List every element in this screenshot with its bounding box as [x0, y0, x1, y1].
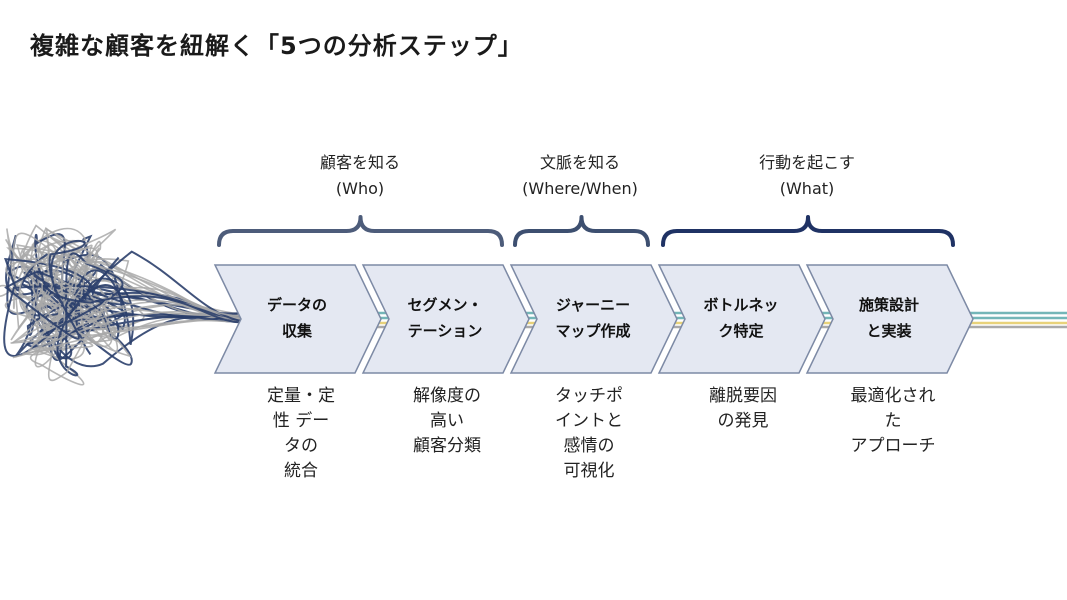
step-title-line: データの [266, 296, 327, 314]
step-1-title: データの 収集 [232, 292, 362, 344]
step-desc-line: タの [284, 436, 318, 456]
step-desc-line: 性 デー [272, 411, 330, 431]
group-label-what: 行動を起こす (What) [687, 150, 927, 202]
step-title-line: ク特定 [718, 322, 764, 340]
tangle-thread [22, 261, 241, 356]
group-subtitle: (Who) [335, 179, 385, 198]
step-title-line: テーション [407, 322, 483, 340]
group-braces [217, 215, 955, 247]
tangle-thread [27, 278, 241, 386]
page-title: 複雑な顧客を紐解く「5つの分析ステップ」 [30, 32, 523, 60]
tangle-thread [12, 251, 241, 382]
step-5-title: 施策設計 と実装 [824, 292, 954, 344]
step-title-line: 施策設計 [858, 296, 919, 314]
tangled-threads-illustration [0, 224, 241, 386]
step-desc-line: た [884, 411, 902, 431]
step-2-description: 解像度の 高い 顧客分類 [372, 384, 522, 459]
chevron-step-5 [805, 264, 974, 374]
step-title-line: 収集 [281, 322, 312, 340]
tangle-thread [4, 239, 241, 340]
step-desc-line: イントと [555, 411, 623, 431]
step-title-line: ジャーニー [555, 296, 631, 314]
tangle-thread [3, 253, 241, 358]
step-2-title: セグメン・ テーション [380, 292, 510, 344]
chevron-step-4 [657, 264, 826, 374]
tangle-thread [45, 250, 241, 377]
step-3-title: ジャーニー マップ作成 [528, 292, 658, 344]
step-title-line: と実装 [866, 322, 912, 340]
step-desc-line: 離脱要因 [709, 386, 777, 406]
chevron-step-1 [213, 264, 382, 374]
group-name: 文脈を知る [539, 153, 620, 172]
step-desc-line: 解像度の [413, 386, 481, 406]
step-5-description: 最適化され た アプローチ [818, 384, 968, 459]
step-desc-line: 感情の [563, 436, 615, 456]
chevron-step-3 [509, 264, 678, 374]
step-1-description: 定量・定 性 デー タの 統合 [226, 384, 376, 484]
group-subtitle: (Where/When) [522, 179, 638, 198]
brace-who [217, 215, 504, 247]
brace-where-when [513, 215, 650, 247]
step-title-line: ボトルネッ [703, 296, 779, 314]
tangle-thread [16, 224, 241, 327]
brace-what [661, 215, 955, 247]
group-name: 顧客を知る [319, 153, 400, 172]
step-desc-line: 統合 [284, 461, 318, 481]
group-label-who: 顧客を知る (Who) [240, 150, 480, 202]
tangle-thread [20, 240, 241, 337]
group-label-where-when: 文脈を知る (Where/When) [500, 150, 660, 202]
step-title-line: セグメン・ [407, 296, 483, 314]
chevron-step-2 [361, 264, 530, 374]
step-4-title: ボトルネッ ク特定 [676, 292, 806, 344]
step-desc-line: タッチポ [555, 386, 623, 406]
step-desc-line: 最適化され [850, 386, 936, 406]
step-desc-line: 可視化 [563, 461, 615, 481]
group-subtitle: (What) [779, 179, 835, 198]
step-desc-line: 高い [430, 411, 464, 431]
step-desc-line: 定量・定 [267, 386, 335, 406]
step-desc-line: の発見 [717, 411, 769, 431]
step-desc-line: アプローチ [850, 436, 936, 456]
tangle-thread [4, 228, 241, 330]
step-3-description: タッチポ イントと 感情の 可視化 [514, 384, 664, 484]
step-chevrons [213, 264, 974, 374]
step-title-line: マップ作成 [555, 322, 631, 340]
tangle-thread [10, 257, 241, 341]
step-desc-line: 顧客分類 [413, 436, 481, 456]
group-name: 行動を起こす [759, 153, 855, 172]
step-4-description: 離脱要因 の発見 [668, 384, 818, 434]
